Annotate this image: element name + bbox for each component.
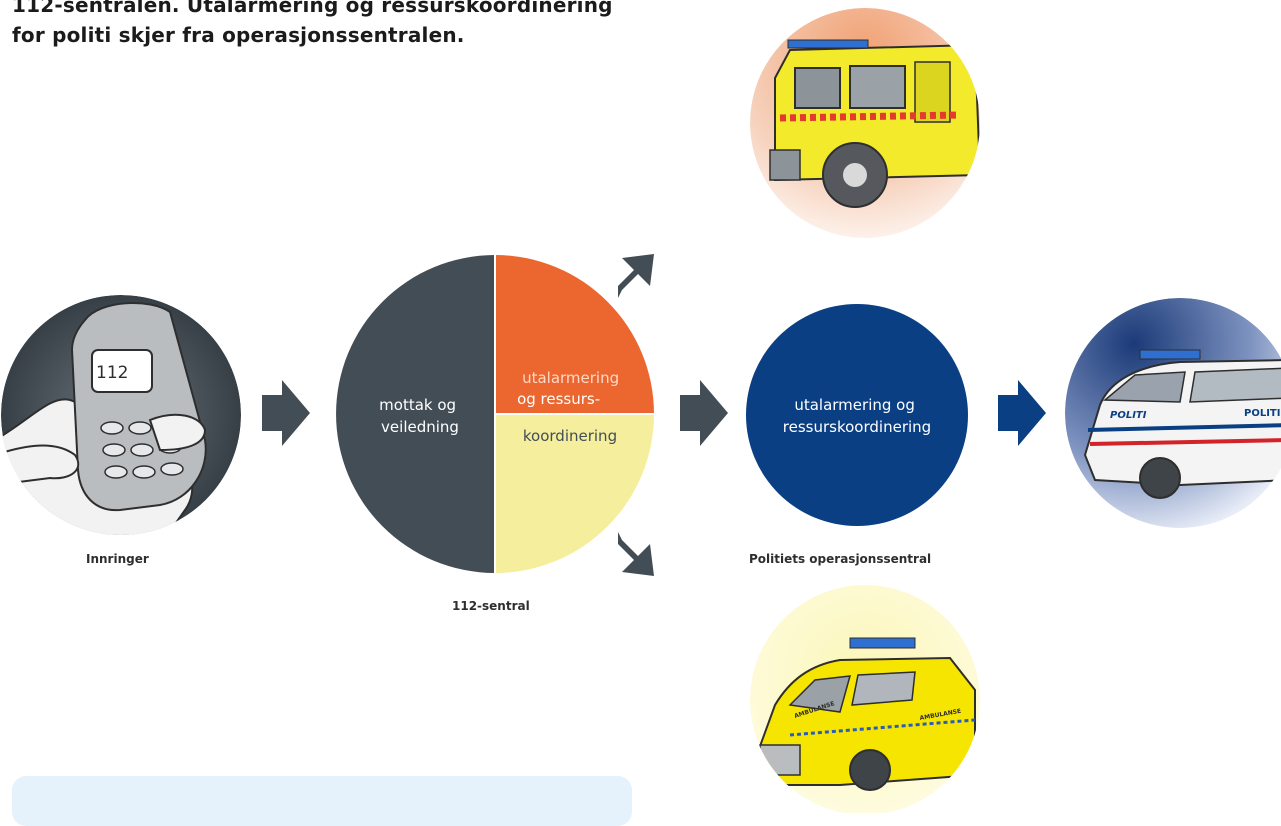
pie-right-label-line-2: og ressurs- xyxy=(517,390,600,408)
pie-left-label-line-2: veiledning xyxy=(381,418,459,436)
police-car-icon xyxy=(1065,298,1281,528)
caller-phone-circle xyxy=(1,295,241,535)
caller-caption: Innringer xyxy=(86,552,149,566)
arrow-112-to-police-central xyxy=(680,380,728,446)
info-panel xyxy=(12,776,632,826)
police-central-caption: Politiets operasjonssentral xyxy=(749,552,932,566)
phone-display-text: 112 xyxy=(96,363,128,383)
central-112-pie xyxy=(336,255,654,573)
pie-left-half xyxy=(336,255,495,573)
police-car-marking-2: POLITI xyxy=(1244,408,1280,419)
arrow-112-to-fire xyxy=(618,254,654,298)
intro-line-2: for politi skjer fra operasjonssentralen… xyxy=(12,23,465,47)
police-central-label: utalarmering og ressurskoordinering xyxy=(783,396,931,436)
pie-right-label-line-3: koordinering xyxy=(523,427,617,445)
intro-text: 112-sentralen. Utalarmering og ressursko… xyxy=(12,0,652,50)
arrow-112-to-ambulance xyxy=(618,532,654,576)
pie-right-label: utalarmering og ressurs- koordinering xyxy=(517,369,624,445)
pie-top-right-quarter xyxy=(495,255,654,414)
police-car-marking-1: POLITI xyxy=(1110,410,1147,421)
arrow-police-central-to-car xyxy=(998,380,1046,446)
police-central-label-line-1: utalarmering og xyxy=(794,396,915,414)
intro-line-1: 112-sentralen. Utalarmering og ressursko… xyxy=(12,0,613,17)
pie-left-label-line-1: mottak og xyxy=(379,396,456,414)
fire-truck-icon xyxy=(750,8,980,238)
police-central-label-line-2: ressurskoordinering xyxy=(783,418,931,436)
pie-bottom-right-quarter xyxy=(495,414,654,573)
central-112-caption: 112-sentral xyxy=(452,599,530,613)
arrow-caller-to-112 xyxy=(262,380,310,446)
police-central-circle xyxy=(746,304,968,526)
pie-left-label: mottak og veiledning xyxy=(379,396,461,436)
ambulance-icon xyxy=(750,585,980,813)
pie-right-label-line-1: utalarmering xyxy=(522,369,619,387)
